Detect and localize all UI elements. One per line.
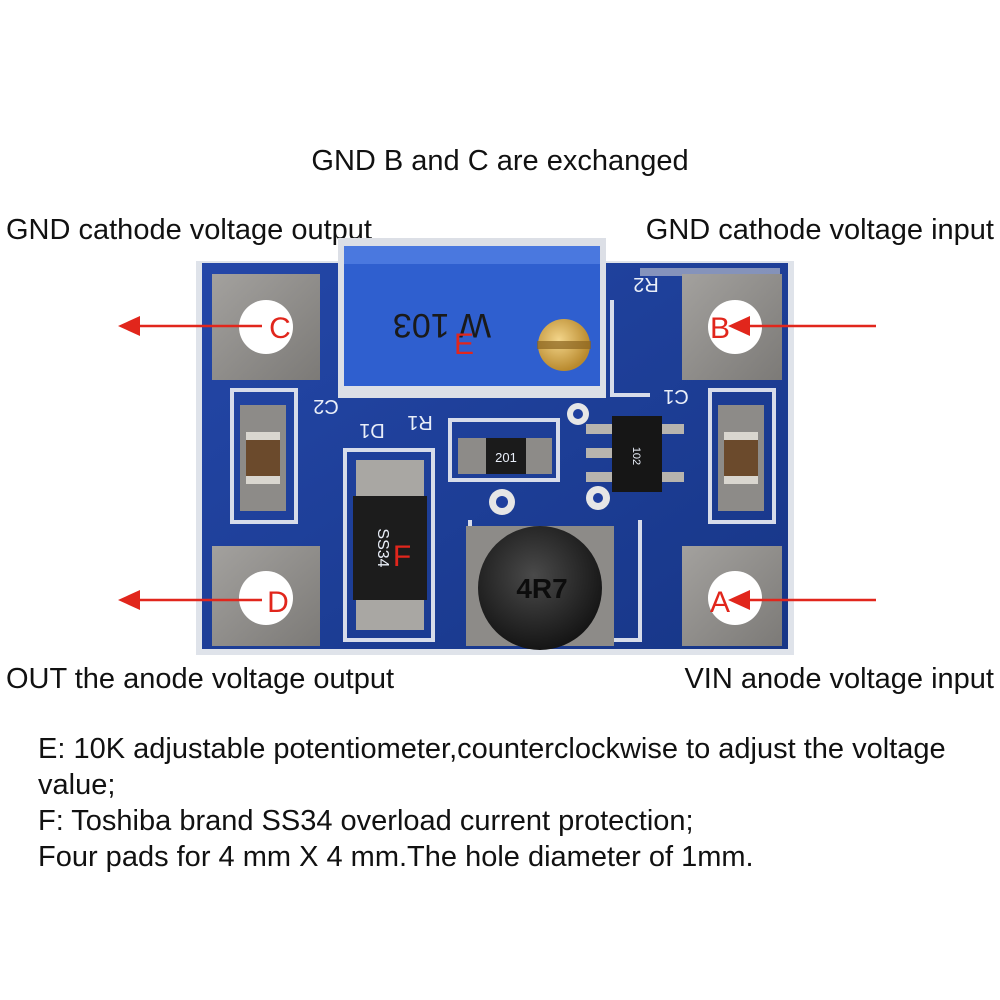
silk-c2: C2 [313, 395, 339, 417]
pad-letter-a: A [710, 586, 730, 619]
inductor: 4R7 [466, 526, 614, 650]
capacitor-c1 [718, 405, 764, 511]
arrow-a-in [728, 590, 876, 610]
note-f: F: Toshiba brand SS34 overload current p… [38, 805, 694, 837]
component-letter-f: F [393, 540, 411, 573]
label-a-vin-input: VIN anode voltage input [684, 663, 994, 695]
pad-letter-b: B [710, 312, 730, 345]
silk-c1: C1 [663, 385, 689, 407]
resistor-code: 201 [495, 450, 517, 465]
diode-marking: SS34 [374, 528, 391, 567]
silk-d1: D1 [359, 419, 385, 441]
pad-c [212, 274, 320, 380]
diode-d1: SS34 [353, 460, 427, 630]
notes-block: E: 10K adjustable potentiometer,counterc… [38, 731, 978, 875]
silk-r1: R1 [407, 411, 433, 433]
label-c-gnd-output: GND cathode voltage output [6, 214, 372, 246]
arrow-b-in [728, 316, 876, 336]
component-letter-e: E [454, 328, 474, 361]
resistor-r1: 201 [458, 438, 552, 474]
pad-letter-c: C [269, 312, 291, 345]
potentiometer-e: W 103 [338, 238, 606, 398]
label-d-out-output: OUT the anode voltage output [6, 663, 395, 695]
pad-letter-d: D [267, 586, 289, 619]
pot-marking: W 103 [393, 306, 491, 344]
inductor-marking: 4R7 [516, 573, 567, 604]
arrow-d-out [118, 590, 262, 610]
pad-a [682, 546, 782, 646]
page-title: GND B and C are exchanged [311, 145, 689, 177]
arrow-c-out [118, 316, 262, 336]
silkscreen-outlines [230, 300, 776, 642]
silk-r2: R2 [633, 273, 659, 295]
label-b-gnd-input: GND cathode voltage input [645, 214, 994, 246]
ic-code: 102 [630, 447, 642, 465]
pad-d [212, 546, 320, 646]
capacitor-c2 [240, 405, 286, 511]
ic-chip: 102 [586, 416, 684, 492]
note-pads: Four pads for 4 mm X 4 mm.The hole diame… [38, 841, 754, 873]
note-e: E: 10K adjustable potentiometer,counterc… [38, 733, 946, 801]
